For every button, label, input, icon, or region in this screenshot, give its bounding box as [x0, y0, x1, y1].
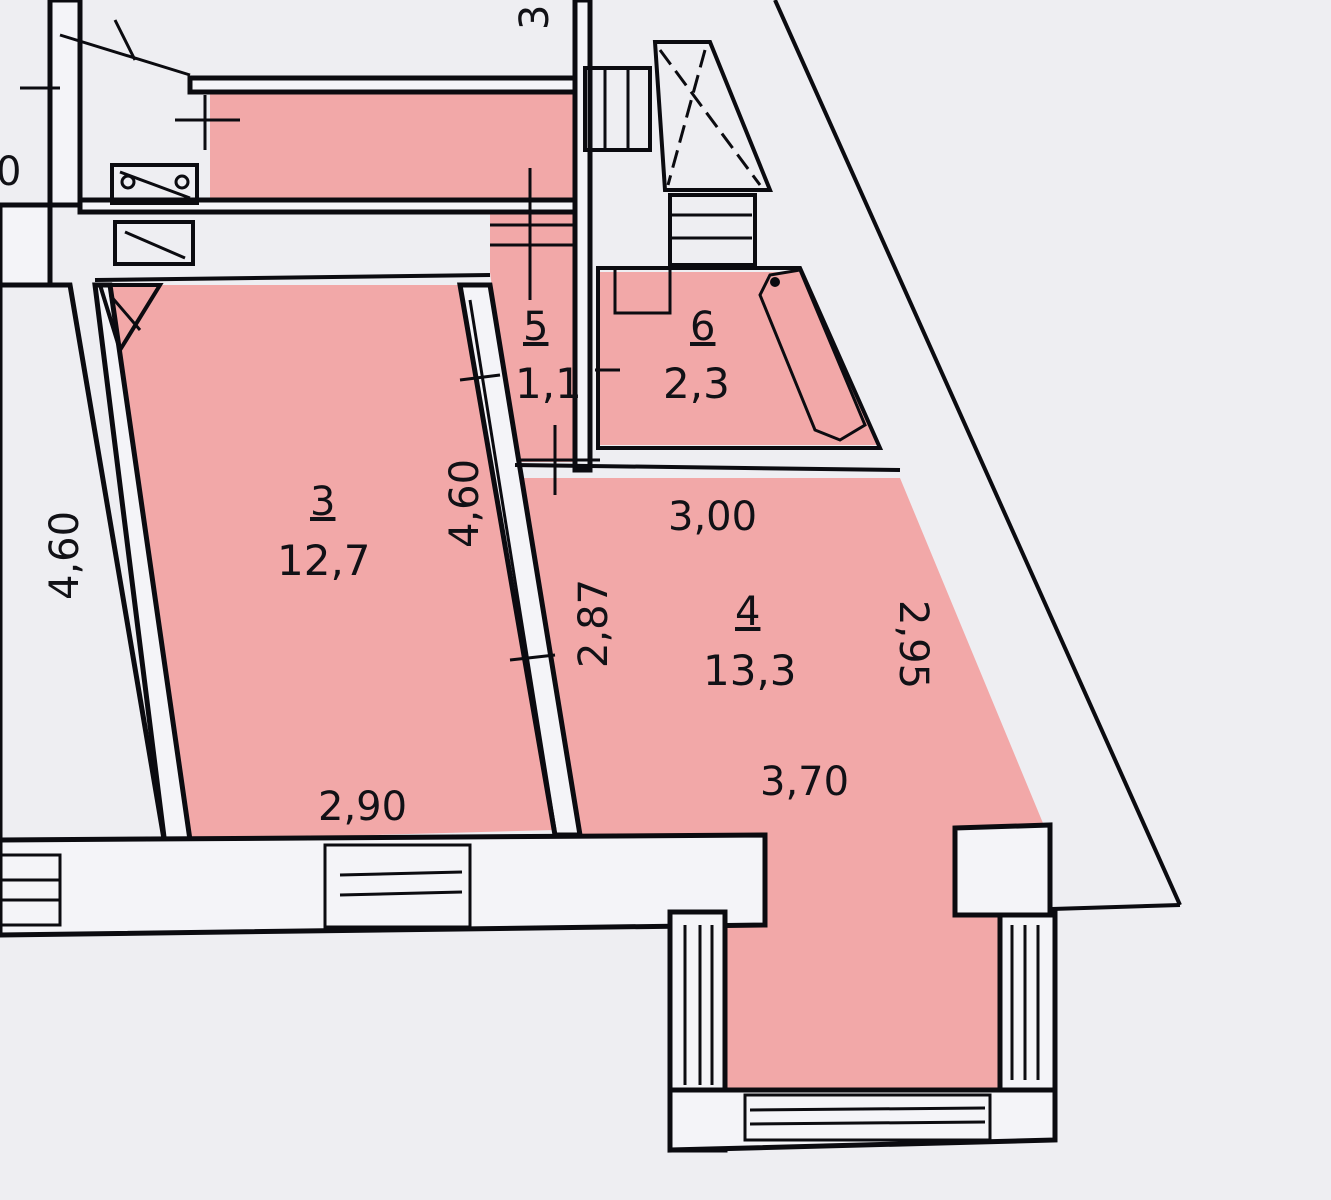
dim-room4-left: 2,87 [571, 579, 617, 668]
bathtub-icon [758, 268, 867, 442]
labels: 3 0 5 1,1 6 2,3 3 12,7 4 13,3 4,60 4,60 … [0, 5, 936, 830]
wall-diagonal-right [773, 0, 1182, 906]
corridor-fill [210, 88, 585, 205]
room-4-fill [520, 478, 1045, 1090]
door-marks [20, 19, 620, 662]
partial-label-left: 0 [0, 149, 21, 195]
room-5-area: 1,1 [515, 359, 582, 408]
ventilation-shaft [652, 40, 773, 192]
room-6-area: 2,3 [663, 359, 730, 408]
sink-icon [613, 266, 672, 315]
wall-top-left [47, 0, 83, 208]
room-fills [110, 88, 1045, 1090]
partial-label-top: 3 [512, 5, 558, 30]
wall-room6 [596, 266, 884, 450]
window-balcony-right [1010, 925, 1040, 1080]
dim-room3-width: 2,90 [318, 784, 407, 830]
stair-block [583, 66, 757, 267]
window-balcony-bottom [743, 1093, 992, 1142]
room-5-fill [490, 272, 585, 462]
window-partition [468, 299, 557, 831]
dim-left-room-length: 4,60 [42, 511, 88, 600]
wall-right-stub [952, 822, 1053, 918]
room-4-area: 13,3 [703, 646, 797, 695]
room-6-number: 6 [690, 304, 715, 350]
window-balcony-left [683, 925, 714, 1085]
room-4-number: 4 [735, 589, 760, 635]
dim-room4-bottom: 3,70 [760, 759, 849, 805]
corner-fixture-icon [97, 283, 164, 355]
stove-icon [110, 163, 199, 266]
balcony-bottom [667, 1087, 1058, 1153]
wall-room6-bottom [514, 463, 901, 472]
dim-room4-top: 3,00 [668, 494, 757, 540]
fixtures [20, 19, 867, 662]
room-6-fill [600, 272, 880, 445]
room-3-fill [110, 285, 555, 840]
hall-fill [490, 205, 585, 272]
window-room3 [323, 843, 472, 929]
wall-left-stub [0, 202, 53, 288]
walls [0, 0, 1182, 1153]
window-left [0, 853, 62, 927]
room-5-number: 5 [523, 304, 548, 350]
room-3-area: 12,7 [277, 536, 371, 585]
wall-bottom [0, 832, 768, 938]
wall-top-corridor [187, 75, 588, 95]
windows [0, 299, 1040, 1142]
room-3-number: 3 [310, 479, 335, 525]
dim-room4-right: 2,95 [890, 600, 936, 689]
wall-room3-top [94, 273, 491, 282]
dim-room3-length: 4,60 [442, 459, 488, 548]
